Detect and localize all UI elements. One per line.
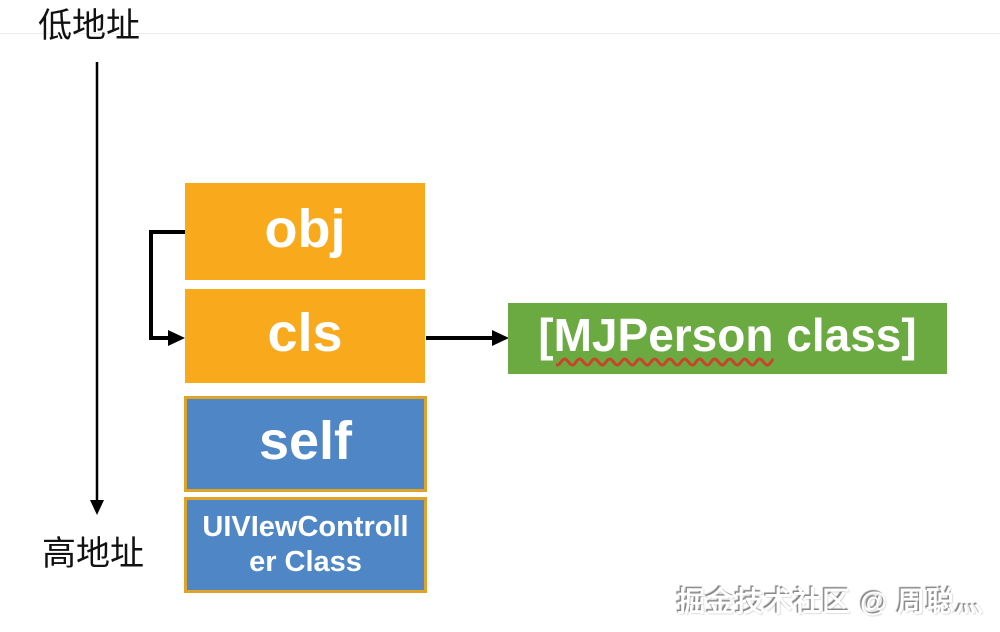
memory-box-cls-label: cls bbox=[267, 303, 343, 363]
class-object-box: [MJPerson class] bbox=[508, 303, 947, 374]
memory-box-self: self bbox=[184, 396, 427, 492]
low-address-label: 低地址 bbox=[38, 8, 140, 45]
cls-to-class-object-arrow bbox=[426, 330, 509, 346]
memory-box-obj-label: obj bbox=[264, 198, 346, 259]
memory-box-self-label: self bbox=[258, 411, 353, 471]
memory-box-uiviewcontroller-class-label: UIVIewControll er Class bbox=[202, 510, 408, 580]
divider-line bbox=[0, 33, 1000, 34]
class-object-label-underlined: [MJPerson bbox=[538, 308, 774, 361]
obj-to-cls-arrow bbox=[149, 230, 188, 346]
memory-box-cls: cls bbox=[185, 289, 425, 383]
memory-box-obj: obj bbox=[185, 183, 425, 280]
high-address-label: 高地址 bbox=[42, 536, 144, 573]
address-direction-arrow bbox=[90, 62, 104, 515]
class-object-label-rest: class] bbox=[773, 308, 917, 361]
class-object-box-label: [MJPerson class] bbox=[538, 312, 916, 366]
watermark: 掘金技术社区 @ 周聪灬 bbox=[677, 586, 984, 617]
uivc-label-line-2: er Class bbox=[249, 546, 362, 578]
uivc-label-line-1: UIVIewControll bbox=[202, 511, 409, 543]
memory-box-uiviewcontroller-class: UIVIewControll er Class bbox=[184, 497, 427, 593]
